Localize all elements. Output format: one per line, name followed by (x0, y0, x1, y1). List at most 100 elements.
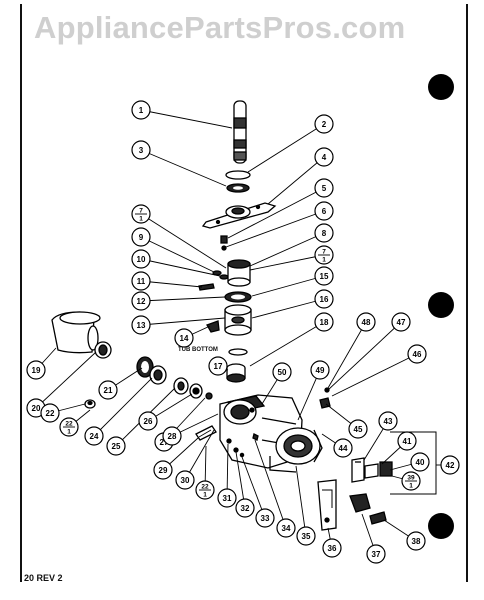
callout-number: 26 (144, 417, 153, 426)
callout-circle (296, 526, 316, 546)
callout-number: 10 (137, 255, 146, 264)
callout-28: 28 (162, 426, 182, 446)
callout-circle (348, 419, 368, 439)
callout-number: 16 (320, 295, 329, 304)
page-footer: 20 REV 2 (24, 573, 63, 583)
part-nut (220, 235, 228, 244)
callout-circle (131, 140, 151, 160)
fraction-callout-7-1: 71 (314, 245, 334, 265)
callout-number: 9 (139, 233, 144, 242)
callout-balloons: 1234568910111213141516171819202122242526… (26, 100, 460, 564)
callout-circle (314, 114, 334, 134)
callout-number: 3 (139, 146, 144, 155)
callout-number: 35 (302, 532, 311, 541)
part-spray-arm (201, 202, 277, 229)
callout-circle (356, 312, 376, 332)
callout-circle (322, 538, 342, 558)
callout-25: 25 (106, 436, 126, 456)
fraction-denominator: 1 (67, 429, 71, 436)
callout-number: 6 (322, 207, 327, 216)
callout-circle (131, 100, 151, 120)
callout-31: 31 (217, 488, 237, 508)
callout-number: 13 (137, 321, 146, 330)
callout-number: 24 (90, 432, 99, 441)
callout-number: 42 (446, 461, 455, 470)
callout-number: 18 (320, 318, 329, 327)
fraction-numerator: 22 (65, 421, 73, 428)
callout-number: 37 (372, 550, 381, 559)
part-pump-stack (224, 259, 252, 336)
callout-15: 15 (314, 266, 334, 286)
callout-number: 8 (322, 229, 327, 238)
fraction-numerator: 7 (139, 208, 143, 215)
callout-circle (131, 271, 151, 291)
callout-circle (235, 498, 255, 518)
callout-number: 4 (322, 153, 327, 162)
callout-38: 38 (406, 531, 426, 551)
callout-50: 50 (272, 362, 292, 382)
callout-circle (314, 147, 334, 167)
callout-number: 49 (316, 366, 325, 375)
callout-9: 9 (131, 227, 151, 247)
callout-26: 26 (138, 411, 158, 431)
callout-number: 21 (104, 386, 113, 395)
callout-12: 12 (131, 291, 151, 311)
callout-36: 36 (322, 538, 342, 558)
callout-circle (138, 411, 158, 431)
callout-circle (40, 403, 60, 423)
part-switch-actuator (349, 493, 371, 513)
callout-number: 17 (214, 362, 223, 371)
callout-circle (217, 488, 237, 508)
callout-circle (397, 431, 417, 451)
diagram-frame (20, 4, 468, 582)
callout-5: 5 (314, 178, 334, 198)
callout-6: 6 (314, 201, 334, 221)
callout-number: 31 (223, 494, 232, 503)
watermark-text: AppliancePartsPros.com (34, 10, 406, 45)
callout-32: 32 (235, 498, 255, 518)
callout-1: 1 (131, 100, 151, 120)
callout-number: 14 (180, 334, 189, 343)
callout-circle (208, 356, 228, 376)
fraction-callout-39-1: 391 (401, 471, 421, 491)
callout-circle (406, 531, 426, 551)
callout-41: 41 (397, 431, 417, 451)
callout-circle (314, 201, 334, 221)
callout-46: 46 (407, 344, 427, 364)
callout-circle (153, 460, 173, 480)
callout-number: 29 (159, 466, 168, 475)
callout-37: 37 (366, 544, 386, 564)
fraction-numerator: 39 (407, 475, 415, 482)
callout-circle (314, 312, 334, 332)
part-filter-housing (51, 311, 101, 354)
callout-number: 32 (241, 504, 250, 513)
binder-hole-top (428, 74, 454, 100)
part-clip (206, 320, 220, 333)
part-spray-tube (233, 100, 247, 164)
callout-circle (407, 344, 427, 364)
callout-35: 35 (296, 526, 316, 546)
callout-circle (276, 518, 296, 538)
binder-hole-middle (428, 292, 454, 318)
callout-circle (98, 380, 118, 400)
callout-number: 11 (137, 277, 146, 286)
callout-circle (131, 315, 151, 335)
callout-circle (26, 360, 46, 380)
callout-2: 2 (314, 114, 334, 134)
callout-circle (378, 411, 398, 431)
callout-45: 45 (348, 419, 368, 439)
callout-number: 20 (32, 404, 41, 413)
callout-number: 22 (46, 409, 55, 418)
callout-circle (174, 328, 194, 348)
callout-49: 49 (310, 360, 330, 380)
callout-circle (366, 544, 386, 564)
part-motor-pump-body (219, 394, 323, 473)
callout-circle (391, 312, 411, 332)
callout-number: 50 (278, 368, 287, 377)
callout-circle (106, 436, 126, 456)
callout-number: 48 (362, 318, 371, 327)
callout-number: 12 (137, 297, 146, 306)
callout-number: 5 (322, 184, 327, 193)
callout-33: 33 (255, 508, 275, 528)
